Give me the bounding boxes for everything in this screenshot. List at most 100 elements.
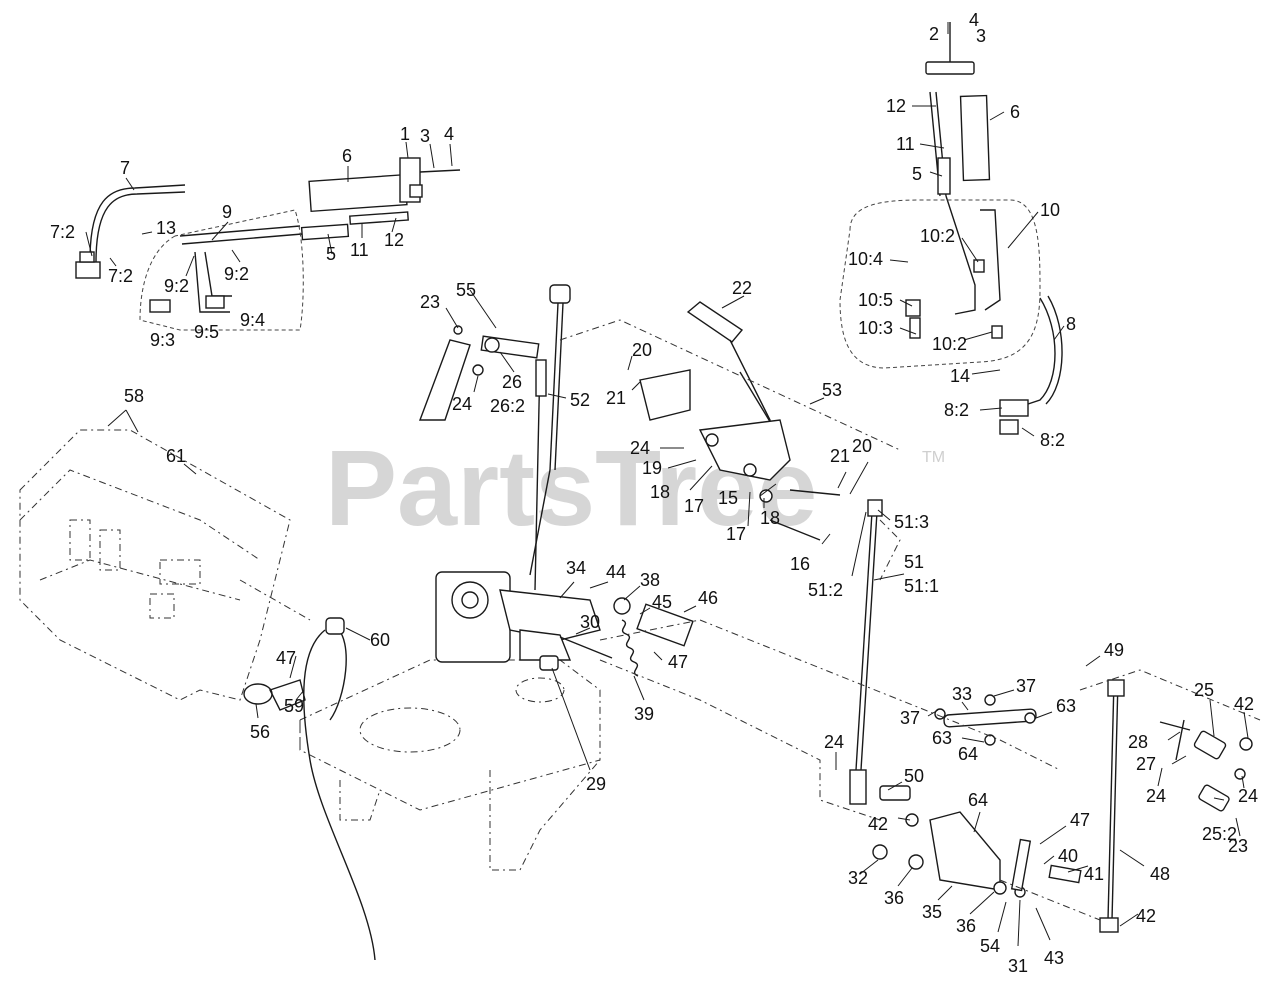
callout-label: 29 xyxy=(586,774,606,794)
callout-label: 53 xyxy=(822,380,842,400)
callout-label: 56 xyxy=(250,722,270,742)
lever-knob xyxy=(925,61,975,75)
callout-label: 9:3 xyxy=(150,330,175,350)
callout-label: 5 xyxy=(326,244,336,264)
callout-label: 24 xyxy=(1146,786,1166,806)
callout-label: 10:2 xyxy=(932,334,967,354)
callout-label: 18 xyxy=(760,508,780,528)
callout-label: 17 xyxy=(726,524,746,544)
callout-label: 36 xyxy=(956,916,976,936)
callout-label: 24 xyxy=(630,438,650,458)
callout-label: 61 xyxy=(166,446,186,466)
callout-label: 46 xyxy=(698,588,718,608)
callout-label: 64 xyxy=(968,790,988,810)
right-arm xyxy=(1159,719,1253,812)
callout-label: 12 xyxy=(384,230,404,250)
pedal-grip xyxy=(686,301,744,343)
callout-label: 44 xyxy=(606,562,626,582)
callout-label: 21 xyxy=(606,388,626,408)
callout-label: 10:4 xyxy=(848,249,883,269)
callout-label: 4 xyxy=(444,124,454,144)
cable-end xyxy=(75,261,101,279)
callout-label: 7:2 xyxy=(108,266,133,286)
callout-label: 10 xyxy=(1040,200,1060,220)
callout-label: 47 xyxy=(276,648,296,668)
callout-label: 41 xyxy=(1084,864,1104,884)
callout-label: 11 xyxy=(896,134,915,154)
callout-label: 15 xyxy=(718,488,738,508)
callout-label: 7:2 xyxy=(50,222,75,242)
callout-label: 9:2 xyxy=(164,276,189,296)
lever-bracket xyxy=(999,399,1029,417)
callout-label: 47 xyxy=(1070,810,1090,830)
callout-label: 40 xyxy=(1058,846,1078,866)
callout-label: 37 xyxy=(1016,676,1036,696)
callout-label: 51 xyxy=(904,552,924,572)
callout-label: 9:2 xyxy=(224,264,249,284)
callout-label: 47 xyxy=(668,652,688,672)
lower-cable xyxy=(243,617,376,961)
callout-label: 24 xyxy=(452,394,472,414)
callout-label: 52 xyxy=(570,390,590,410)
callout-label: 58 xyxy=(124,386,144,406)
lever-grip-left xyxy=(308,173,408,213)
callout-label: 30 xyxy=(580,612,600,632)
callout-label: 50 xyxy=(904,766,924,786)
callout-label: 19 xyxy=(642,458,662,478)
callout-label: 6 xyxy=(342,146,352,166)
callout-label: 16 xyxy=(790,554,810,574)
callout-label: 54 xyxy=(980,936,1000,956)
callout-label: 51:2 xyxy=(808,580,843,600)
callout-label: 10:3 xyxy=(858,318,893,338)
subassembly-outline-10 xyxy=(839,199,1041,369)
callout-label: 42 xyxy=(1136,906,1156,926)
callout-label: 42 xyxy=(1234,694,1254,714)
callout-label: 43 xyxy=(1044,948,1064,968)
callout-label: 3 xyxy=(976,26,986,46)
callout-label: 51:1 xyxy=(904,576,939,596)
callout-label: 23 xyxy=(420,292,440,312)
callout-label: 27 xyxy=(1136,754,1156,774)
right-lever-assembly xyxy=(839,22,1063,435)
callout-label: 8:2 xyxy=(1040,430,1065,450)
linkage-bracket xyxy=(418,325,540,421)
lever-sleeve xyxy=(937,157,951,195)
callout-leaders xyxy=(85,22,1249,947)
callout-label: 60 xyxy=(370,630,390,650)
assembly-guides xyxy=(239,319,1261,921)
callout-label: 25 xyxy=(1194,680,1214,700)
callout-label: 1 xyxy=(400,124,410,144)
callout-label: 2 xyxy=(929,24,939,44)
callout-label: 8:2 xyxy=(944,400,969,420)
callout-label: 6 xyxy=(1010,102,1020,122)
callout-label: 34 xyxy=(566,558,586,578)
callout-label: 7 xyxy=(120,158,130,178)
callout-label: 64 xyxy=(958,744,978,764)
left-lever-assembly xyxy=(75,157,461,331)
callout-label: 33 xyxy=(952,684,972,704)
callout-label: 28 xyxy=(1128,732,1148,752)
spring xyxy=(613,597,694,677)
callout-label: 9:5 xyxy=(194,322,219,342)
callout-label: 17 xyxy=(684,496,704,516)
callout-label: 8 xyxy=(1066,314,1076,334)
callout-label: 3 xyxy=(420,126,430,146)
lever-grip xyxy=(959,94,991,182)
callout-label: 63 xyxy=(932,728,952,748)
transmission-body xyxy=(435,571,511,663)
callout-label: 21 xyxy=(830,446,850,466)
callout-label: 25:2 xyxy=(1202,824,1237,844)
frame-panel xyxy=(19,429,291,701)
callout-label: 9:4 xyxy=(240,310,265,330)
callout-label: 24 xyxy=(824,732,844,752)
callout-label: 24 xyxy=(1238,786,1258,806)
callout-label: 20 xyxy=(852,436,872,456)
chassis-deck xyxy=(299,659,601,871)
callout-label: 22 xyxy=(732,278,752,298)
callout-label: 55 xyxy=(456,280,476,300)
transmission xyxy=(435,571,613,671)
callout-label: 45 xyxy=(652,592,672,612)
callout-label: 59 xyxy=(284,696,304,716)
callout-label: 49 xyxy=(1104,640,1124,660)
